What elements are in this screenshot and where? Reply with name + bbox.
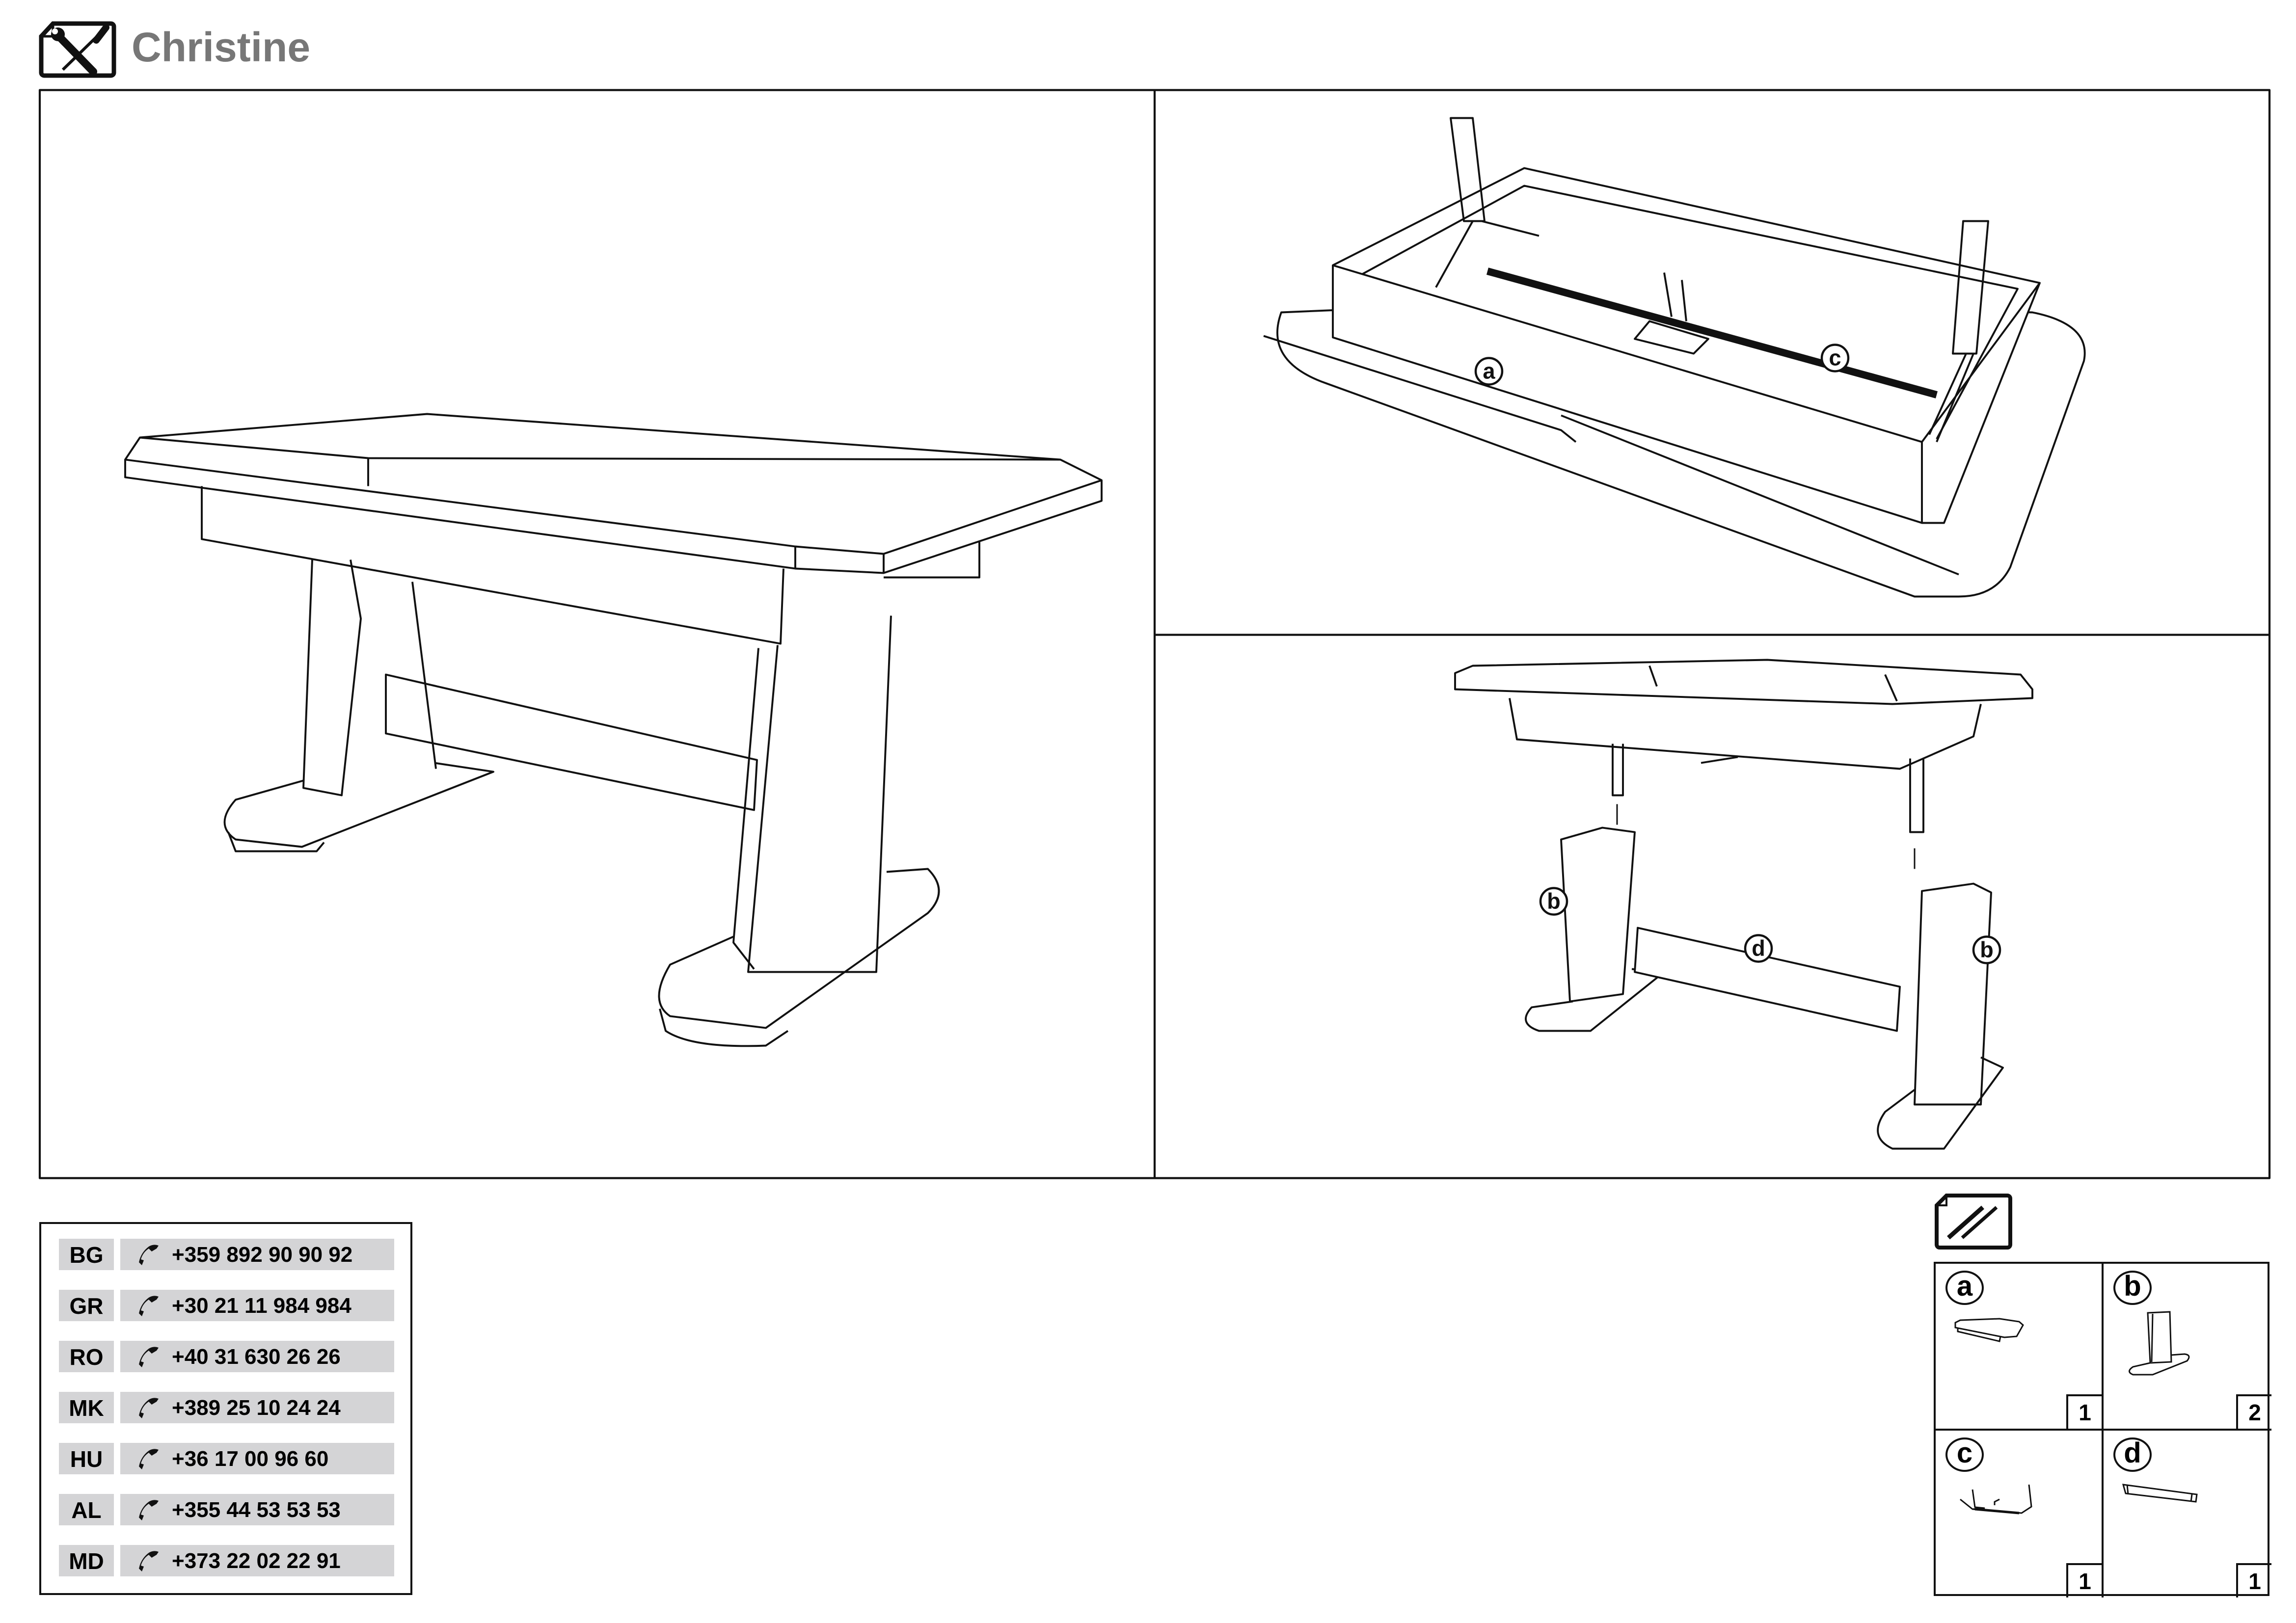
phone-cell: +359 892 90 90 92 (120, 1239, 394, 1270)
part-letter: d (2113, 1437, 2152, 1472)
screws-icon (1935, 1194, 2012, 1250)
part-letter: c (1945, 1437, 1984, 1472)
part-letter: b (2113, 1271, 2152, 1305)
country-code: RO (59, 1341, 114, 1372)
phone-number: +359 892 90 90 92 (172, 1243, 353, 1267)
label-b-right: b (1980, 937, 1993, 962)
country-code: AL (59, 1494, 114, 1525)
label-b-left: b (1547, 889, 1560, 914)
phone-icon (139, 1551, 159, 1571)
phone-cell: +36 17 00 96 60 (120, 1443, 394, 1474)
tools-icon (39, 21, 116, 78)
phone-cell: +355 44 53 53 53 (120, 1494, 394, 1525)
part-illustration (2129, 1311, 2190, 1376)
part-quantity: 2 (2236, 1394, 2271, 1429)
phone-cell: +373 22 02 22 91 (120, 1545, 394, 1576)
country-code: MK (59, 1392, 114, 1423)
part-quantity: 1 (2236, 1563, 2271, 1597)
phone-number: +389 25 10 24 24 (172, 1396, 341, 1420)
panel-frames (38, 89, 2271, 1179)
phone-cell: +389 25 10 24 24 (120, 1392, 394, 1423)
phone-number: +30 21 11 984 984 (172, 1294, 351, 1318)
phone-icon (139, 1296, 159, 1316)
part-quantity: 1 (2066, 1394, 2102, 1429)
part-d: d 1 (2104, 1431, 2271, 1597)
phone-cell: +40 31 630 26 26 (120, 1341, 394, 1372)
part-illustration (1954, 1318, 2024, 1342)
phone-number: +355 44 53 53 53 (172, 1498, 341, 1522)
phone-cell: +30 21 11 984 984 (120, 1290, 394, 1321)
label-c: c (1829, 346, 1841, 371)
part-letter: a (1945, 1271, 1984, 1305)
country-code: BG (59, 1239, 114, 1270)
phone-number: +373 22 02 22 91 (172, 1549, 341, 1573)
phone-icon (139, 1449, 159, 1469)
phone-icon (139, 1245, 159, 1265)
inverted-table-drawing: a c (1263, 117, 2086, 598)
label-a: a (1483, 359, 1495, 384)
part-b: b 2 (2104, 1264, 2271, 1431)
phone-icon (139, 1398, 159, 1418)
country-code: HU (59, 1443, 114, 1474)
phone-icon (139, 1347, 159, 1367)
label-d: d (1752, 936, 1765, 961)
part-a: a 1 (1936, 1264, 2104, 1431)
contact-list: BG +359 892 90 90 92 GR +30 21 11 984 984… (39, 1222, 412, 1595)
country-code: GR (59, 1290, 114, 1321)
assembled-table-drawing (124, 413, 1103, 1047)
part-c: c 1 (1936, 1431, 2104, 1597)
phone-number: +40 31 630 26 26 (172, 1345, 341, 1369)
part-illustration (1960, 1484, 2032, 1515)
exploded-view-drawing: b d b (1454, 659, 2033, 1150)
page-title: Christine (132, 24, 311, 70)
phone-icon (139, 1500, 159, 1520)
part-illustration (2122, 1484, 2198, 1503)
part-quantity: 1 (2066, 1563, 2102, 1597)
phone-number: +36 17 00 96 60 (172, 1447, 329, 1471)
country-code: MD (59, 1545, 114, 1576)
